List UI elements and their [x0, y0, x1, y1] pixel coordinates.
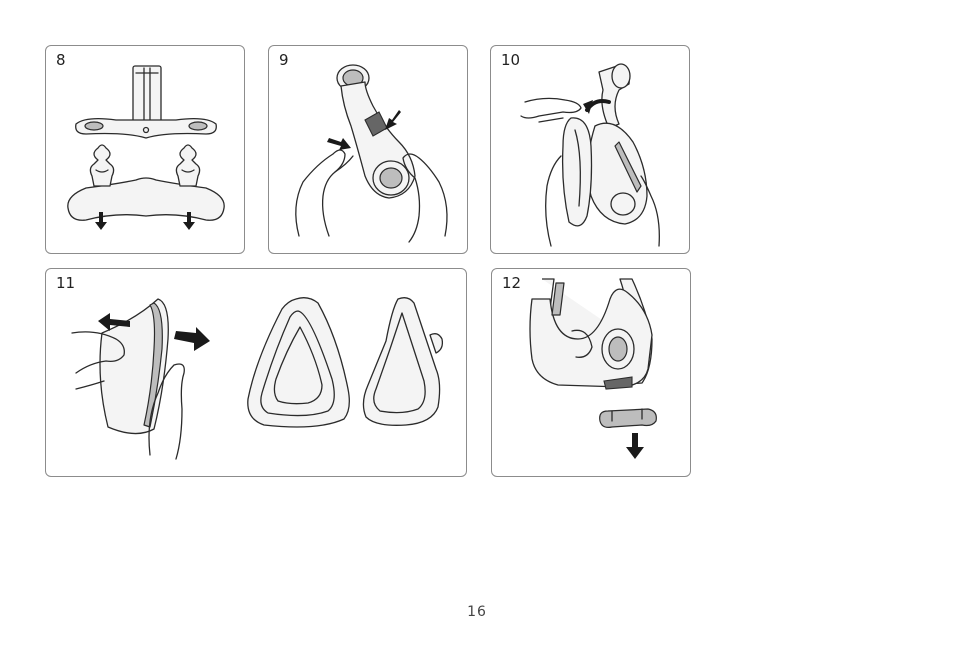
step-11-illustration [46, 269, 466, 476]
step-8-illustration [46, 46, 244, 253]
step-9-illustration [269, 46, 467, 253]
step-10-illustration [491, 46, 689, 253]
step-12-illustration [492, 269, 690, 476]
step-10-panel: 10 [490, 45, 690, 254]
step-12-panel: 12 [491, 268, 691, 477]
page-number: 16 [0, 604, 954, 620]
step-11-panel: 11 [45, 268, 467, 477]
step-8-panel: 8 [45, 45, 245, 254]
step-9-panel: 9 [268, 45, 468, 254]
